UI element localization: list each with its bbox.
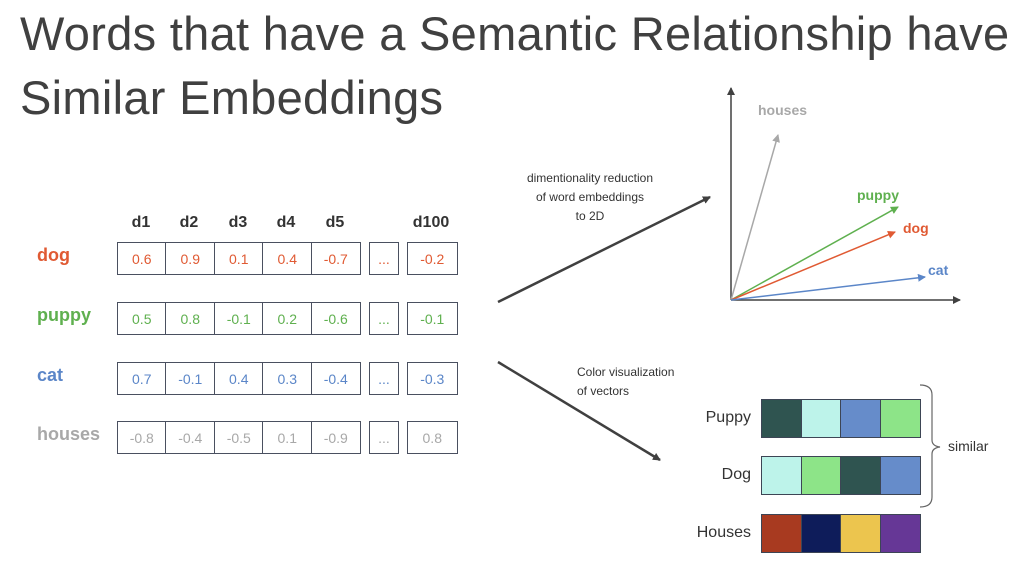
embedding-cell: 0.5 bbox=[117, 302, 167, 335]
word-label: dog bbox=[37, 245, 70, 265]
column-header: d3 bbox=[228, 214, 248, 231]
puppy-vector-label: puppy bbox=[857, 187, 899, 203]
similar-label: similar bbox=[948, 438, 989, 454]
word-label: cat bbox=[37, 365, 64, 385]
embedding-cell: 0.4 bbox=[214, 362, 264, 395]
embedding-cell: -0.5 bbox=[214, 421, 264, 454]
note-line: of word embeddings bbox=[535, 190, 645, 204]
note-line: dimentionality reduction bbox=[526, 171, 654, 185]
color-block bbox=[800, 514, 842, 553]
embedding-cell: 0.3 bbox=[262, 362, 313, 395]
color-block bbox=[761, 399, 802, 438]
note-line: to 2D bbox=[575, 209, 605, 223]
column-header: d5 bbox=[325, 214, 345, 231]
embedding-cell: -0.2 bbox=[407, 242, 458, 275]
color-block bbox=[879, 514, 921, 553]
embedding-cell: -0.1 bbox=[407, 302, 458, 335]
note-line: of vectors bbox=[577, 384, 630, 398]
slide-title-line-1: Words that have a Semantic Relationship … bbox=[20, 7, 1010, 60]
dog-vector-label: dog bbox=[903, 220, 929, 236]
color-block bbox=[761, 514, 802, 553]
color-row-label: Puppy bbox=[705, 409, 751, 426]
word-label: houses bbox=[37, 424, 101, 444]
embedding-cell: -0.9 bbox=[311, 421, 361, 454]
color-vis-note: Color visualization of vectors bbox=[577, 363, 674, 401]
embedding-cell: -0.4 bbox=[165, 421, 216, 454]
embedding-cell: 0.4 bbox=[262, 242, 313, 275]
column-header: d100 bbox=[412, 214, 450, 231]
column-header: d4 bbox=[276, 214, 296, 231]
color-block bbox=[840, 399, 881, 438]
houses-vector bbox=[730, 134, 780, 301]
reduction-arrow bbox=[497, 195, 711, 304]
ellipsis-cell: ... bbox=[369, 362, 399, 395]
color-block bbox=[800, 456, 842, 495]
column-header: d2 bbox=[179, 214, 199, 231]
color-block bbox=[879, 456, 921, 495]
embedding-cell: 0.2 bbox=[262, 302, 313, 335]
cat-vector-label: cat bbox=[928, 262, 949, 278]
ellipsis-cell: ... bbox=[369, 302, 399, 335]
reduction-note: dimentionality reduction of word embeddi… bbox=[505, 169, 675, 226]
embedding-cell: -0.8 bbox=[117, 421, 167, 454]
embedding-cell: -0.4 bbox=[311, 362, 361, 395]
word-label: puppy bbox=[37, 305, 91, 325]
embedding-cell: -0.3 bbox=[407, 362, 458, 395]
color-block bbox=[761, 456, 802, 495]
embedding-cell: 0.8 bbox=[407, 421, 458, 454]
dog-vector bbox=[730, 230, 896, 301]
embedding-cell: 0.7 bbox=[117, 362, 167, 395]
cat-vector bbox=[730, 273, 926, 301]
slide-title-line-2: Similar Embeddings bbox=[20, 71, 444, 124]
embedding-cell: 0.8 bbox=[165, 302, 216, 335]
color-block bbox=[840, 456, 881, 495]
column-header: d1 bbox=[131, 214, 151, 231]
note-line: Color visualization bbox=[577, 365, 675, 379]
color-row-label: Houses bbox=[696, 524, 751, 541]
embedding-cell: 0.1 bbox=[262, 421, 313, 454]
embedding-cell: -0.6 bbox=[311, 302, 361, 335]
color-row-label: Dog bbox=[721, 466, 751, 483]
embedding-cell: 0.1 bbox=[214, 242, 264, 275]
color-vis-arrow bbox=[497, 360, 661, 462]
embedding-cell: -0.1 bbox=[214, 302, 264, 335]
embedding-cell: 0.9 bbox=[165, 242, 216, 275]
houses-vector-label: houses bbox=[758, 102, 807, 118]
similar-bracket bbox=[919, 384, 941, 508]
color-block bbox=[879, 399, 921, 438]
embedding-cell: 0.6 bbox=[117, 242, 167, 275]
color-block bbox=[840, 514, 881, 553]
color-block bbox=[800, 399, 842, 438]
ellipsis-cell: ... bbox=[369, 242, 399, 275]
puppy-vector bbox=[730, 206, 899, 301]
ellipsis-cell: ... bbox=[369, 421, 399, 454]
embedding-cell: -0.7 bbox=[311, 242, 361, 275]
